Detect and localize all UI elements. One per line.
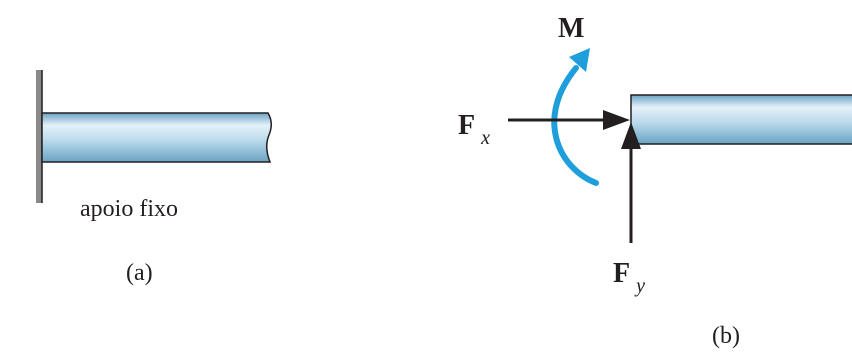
moment-arrowhead	[569, 48, 590, 72]
force-y-arrowhead	[621, 122, 641, 149]
force-y-label: F	[613, 258, 629, 289]
caption-b: (b)	[712, 323, 740, 349]
moment-label: M	[558, 13, 584, 44]
beam-a	[41, 112, 272, 163]
force-x-arrow	[508, 110, 630, 130]
caption-a: (a)	[126, 260, 153, 286]
force-y-arrow	[621, 122, 641, 243]
panel-b: M F x F y (b)	[458, 13, 852, 349]
force-y-subscript: y	[634, 275, 645, 297]
panel-a: apoio fixo (a)	[36, 70, 272, 286]
force-y-label-group: F y	[613, 258, 645, 297]
moment-arrow	[551, 48, 599, 186]
beam-b	[630, 94, 852, 145]
support-label: apoio fixo	[80, 196, 178, 222]
fixed-wall	[36, 70, 42, 203]
force-x-subscript: x	[480, 127, 490, 149]
force-x-label: F	[458, 110, 474, 141]
force-x-arrowhead	[603, 110, 630, 130]
force-x-label-group: F x	[458, 110, 490, 149]
